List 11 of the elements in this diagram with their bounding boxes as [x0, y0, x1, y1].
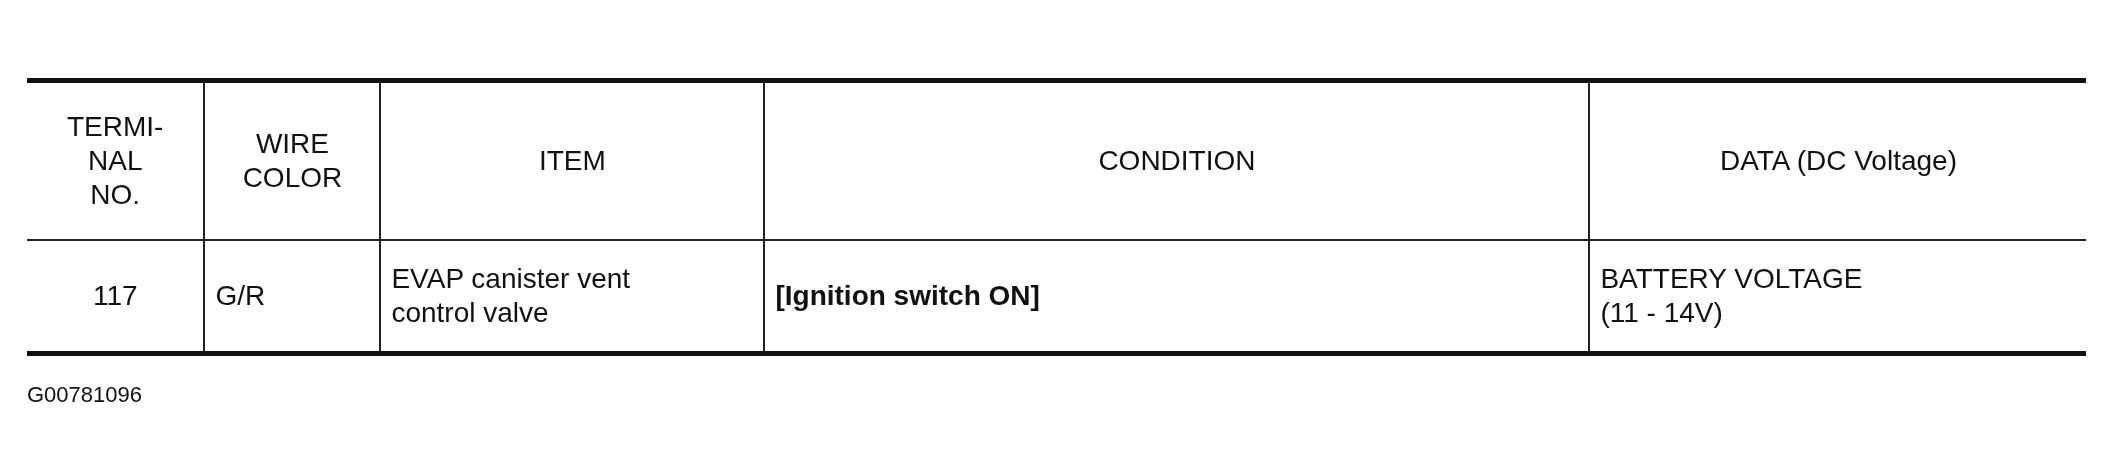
- condition-text: [Ignition switch ON]: [764, 240, 1590, 354]
- column-header: WIRE COLOR: [204, 80, 381, 240]
- figure-id: G00781096: [27, 382, 142, 408]
- item-name: EVAP canister vent control valve: [380, 240, 765, 354]
- data-value: BATTERY VOLTAGE (11 - 14V): [1589, 240, 2087, 354]
- column-header: DATA (DC Voltage): [1589, 80, 2087, 240]
- column-header: TERMI- NAL NO.: [27, 80, 205, 240]
- column-header: ITEM: [380, 80, 765, 240]
- terminal-number: 117: [27, 240, 205, 354]
- column-header: CONDITION: [764, 80, 1590, 240]
- wire-color-code: G/R: [204, 240, 381, 354]
